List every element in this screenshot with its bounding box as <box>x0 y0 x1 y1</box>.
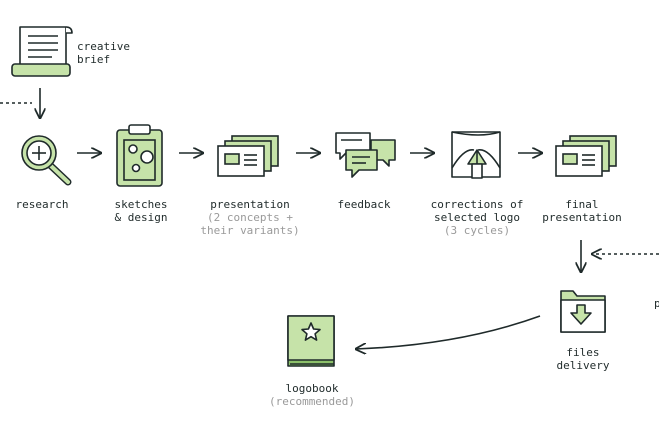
logobook-subtext: (recommended) <box>268 395 356 408</box>
corrections-text: corrections of selected logo <box>430 198 524 224</box>
corrections-subtext: (3 cycles) <box>443 224 511 237</box>
presentation-subtext: (2 concepts + their variants) <box>200 211 300 237</box>
research-label: research <box>16 198 69 211</box>
presentation-cards-icon <box>217 135 279 177</box>
feedback-label: feedback <box>338 198 391 211</box>
arrow-files-logobook <box>356 315 541 349</box>
presentation-label: presentation (2 concepts + their variant… <box>200 198 299 237</box>
files-delivery-label: files delivery <box>557 346 610 372</box>
scroll-icon <box>11 26 73 77</box>
creative-brief-label: creative brief <box>77 40 130 66</box>
clipboard-icon <box>116 124 163 187</box>
sketches-label: sketches & design <box>115 198 168 224</box>
final-presentation-label: final presentation <box>542 198 621 224</box>
folder-download-icon <box>560 290 606 333</box>
edge-cut-text: p <box>654 297 659 310</box>
connectors <box>0 88 659 349</box>
star-book-icon <box>287 315 335 367</box>
research-text: research <box>15 198 69 211</box>
feedback-text: feedback <box>337 198 391 211</box>
final-presentation-cards-icon <box>555 135 617 177</box>
final-presentation-text: final presentation <box>542 198 622 224</box>
logobook-label: logobook (recommended) <box>269 382 355 408</box>
magnifier-icon <box>21 135 72 186</box>
edge-cut-letter: p <box>654 297 659 310</box>
chat-bubbles-icon <box>335 132 396 178</box>
corrections-label: corrections of selected logo (3 cycles) <box>431 198 524 237</box>
files-delivery-text: files delivery <box>556 346 610 372</box>
presentation-text: presentation <box>210 198 290 211</box>
pen-nib-icon <box>451 131 501 179</box>
logobook-text: logobook <box>285 382 339 395</box>
sketches-text: sketches & design <box>114 198 168 224</box>
creative-brief-text: creative brief <box>77 40 130 66</box>
